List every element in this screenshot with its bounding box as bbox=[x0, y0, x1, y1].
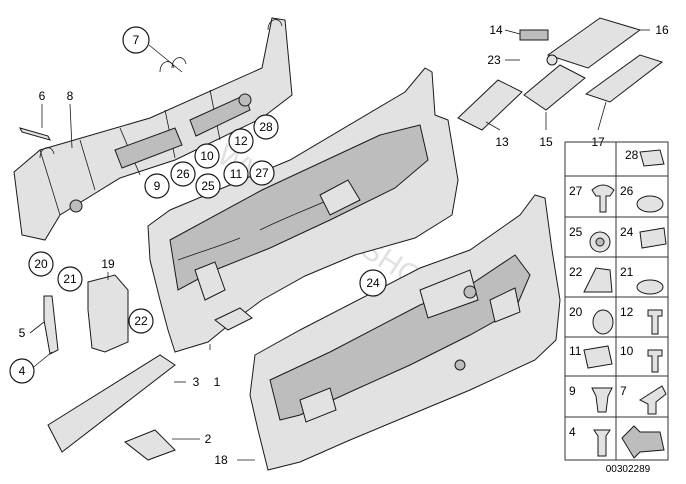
screw-12-icon bbox=[647, 309, 663, 335]
knob-20-icon bbox=[592, 309, 614, 335]
svg-text:11: 11 bbox=[230, 167, 243, 181]
callout-21: 21 bbox=[57, 266, 83, 292]
svg-text:20: 20 bbox=[34, 257, 48, 271]
part-23-grommet bbox=[546, 54, 558, 66]
svg-text:27: 27 bbox=[255, 166, 269, 180]
clip-9-icon bbox=[591, 387, 613, 413]
callout-12: 12 bbox=[228, 128, 254, 154]
legend-25: 25 bbox=[569, 225, 583, 239]
svg-text:4: 4 bbox=[19, 364, 26, 378]
part-1-tailgate-frame bbox=[147, 67, 459, 353]
callout-4: 4 bbox=[9, 358, 35, 384]
legend-28: 28 bbox=[625, 148, 639, 162]
part-5-bracket bbox=[43, 295, 59, 355]
part-6-clip bbox=[19, 127, 51, 141]
callout-28: 28 bbox=[253, 114, 279, 140]
pad-24-icon bbox=[639, 227, 667, 249]
part-19-cover bbox=[87, 274, 129, 353]
callout-9: 9 bbox=[144, 173, 170, 199]
callout-18: 18 bbox=[214, 453, 228, 467]
svg-text:9: 9 bbox=[154, 179, 161, 193]
legend-4: 4 bbox=[569, 425, 576, 439]
legend-10: 10 bbox=[620, 344, 634, 358]
callout-16: 16 bbox=[655, 23, 669, 37]
legend-20: 20 bbox=[569, 305, 583, 319]
callout-2: 2 bbox=[205, 432, 212, 446]
disc-21-icon bbox=[636, 279, 664, 295]
callout-22: 22 bbox=[128, 308, 154, 334]
callout-13: 13 bbox=[495, 135, 509, 149]
svg-text:25: 25 bbox=[201, 179, 215, 193]
callout-1: 1 bbox=[214, 375, 221, 389]
part-15-trim bbox=[523, 64, 586, 111]
svg-text:24: 24 bbox=[366, 276, 380, 290]
svg-text:22: 22 bbox=[134, 314, 148, 328]
callout-10: 10 bbox=[194, 143, 220, 169]
legend-24: 24 bbox=[620, 225, 634, 239]
clip-11-icon bbox=[583, 345, 613, 369]
part-14-spring bbox=[519, 29, 549, 41]
clip-7-icon bbox=[638, 385, 667, 415]
part-16-trim bbox=[546, 17, 642, 69]
callout-6: 6 bbox=[39, 89, 46, 103]
svg-text:7: 7 bbox=[133, 33, 140, 47]
part-8-trim-panel bbox=[13, 17, 293, 241]
callout-27: 27 bbox=[249, 160, 275, 186]
legend-22: 22 bbox=[569, 265, 583, 279]
legend-26: 26 bbox=[620, 184, 634, 198]
clip-28-icon bbox=[639, 149, 665, 167]
part-2-plate bbox=[124, 429, 176, 461]
callout-26: 26 bbox=[170, 161, 196, 187]
legend-12: 12 bbox=[620, 305, 634, 319]
arrow-icon bbox=[621, 425, 665, 459]
callout-24: 24 bbox=[359, 269, 387, 297]
legend-21: 21 bbox=[620, 265, 634, 279]
svg-text:12: 12 bbox=[234, 134, 248, 148]
callout-14: 14 bbox=[489, 23, 503, 37]
fastener-legend: 28 27 26 25 24 22 21 20 12 11 10 9 7 bbox=[564, 141, 669, 461]
clip-22-icon bbox=[583, 267, 613, 293]
callout-20: 20 bbox=[28, 251, 54, 277]
part-3-sheet bbox=[47, 354, 176, 453]
callout-8: 8 bbox=[67, 89, 74, 103]
plug-26-icon bbox=[636, 195, 664, 213]
callout-23: 23 bbox=[487, 53, 501, 67]
callout-7: 7 bbox=[122, 26, 150, 54]
screw-10-icon bbox=[647, 349, 663, 373]
part-18-trim-panel bbox=[249, 194, 561, 471]
callout-3: 3 bbox=[193, 375, 200, 389]
svg-text:26: 26 bbox=[176, 167, 190, 181]
callout-5: 5 bbox=[19, 326, 26, 340]
callout-15: 15 bbox=[539, 135, 553, 149]
svg-text:10: 10 bbox=[200, 149, 214, 163]
svg-text:28: 28 bbox=[259, 120, 273, 134]
legend-27: 27 bbox=[569, 184, 583, 198]
callout-11: 11 bbox=[223, 161, 249, 187]
rivet-27-icon bbox=[591, 184, 615, 213]
svg-text:21: 21 bbox=[63, 272, 77, 286]
legend-11: 11 bbox=[569, 344, 582, 358]
legend-9: 9 bbox=[569, 384, 576, 398]
rivet-4-icon bbox=[593, 429, 611, 457]
part-17-trim bbox=[584, 54, 664, 103]
legend-7: 7 bbox=[620, 384, 627, 398]
callout-19: 19 bbox=[101, 257, 115, 271]
callout-25: 25 bbox=[195, 173, 221, 199]
reference-number: 00302289 bbox=[606, 464, 651, 475]
part-13-trim bbox=[457, 79, 523, 131]
callouts: 7 6 8 12 28 10 9 26 25 11 27 14 16 23 13… bbox=[9, 23, 669, 467]
